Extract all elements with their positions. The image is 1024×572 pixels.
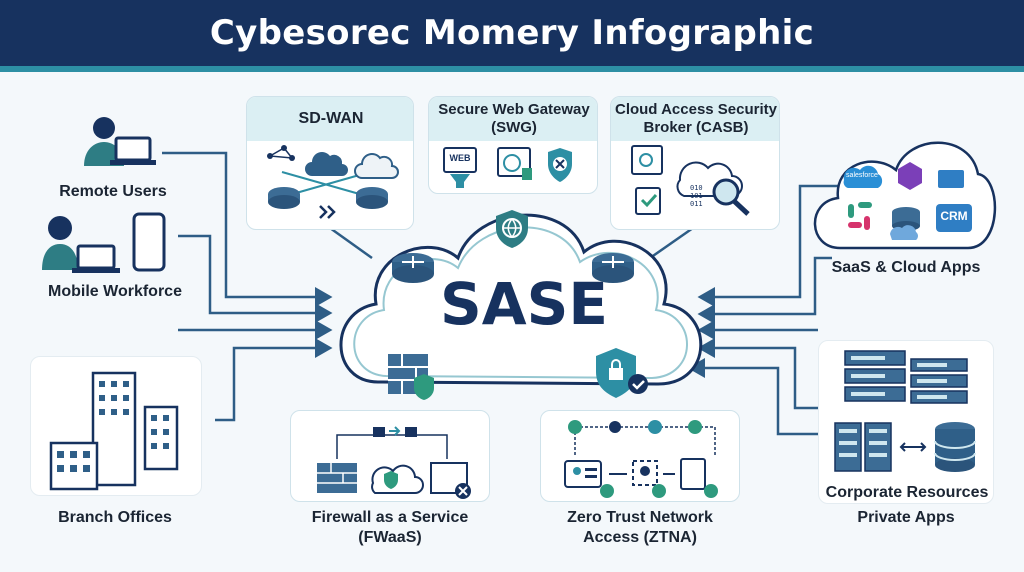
firewall-icon (388, 354, 434, 400)
sase-label: SASE (440, 270, 609, 338)
mobile-workforce-icon (42, 212, 166, 273)
database-icon (834, 422, 976, 472)
corporate-resources-label: Corporate Resources (825, 484, 989, 501)
saas-cloud-apps-label: SaaS & Cloud Apps (831, 259, 981, 276)
mobile-workforce-label: Mobile Workforce (48, 283, 182, 300)
server-rack-icon (844, 350, 968, 404)
page-title: Cybesorec Momery Infographic (209, 13, 815, 53)
swg-icons (443, 147, 572, 188)
branch-offices-panel (30, 356, 202, 496)
swg-panel: Secure Web Gateway (SWG) (428, 96, 598, 194)
corporate-resources-panel: Corporate Resources (818, 340, 994, 504)
sdwan-network-icon (267, 145, 399, 219)
remote-users-label: Remote Users (59, 183, 167, 200)
building-icon (49, 371, 179, 491)
sdwan-label: SD-WAN (298, 110, 364, 127)
fwaas-label-line1: Firewall as a Service (311, 509, 469, 526)
svg-text:101: 101 (690, 192, 703, 200)
saas-app-icons (843, 162, 972, 240)
lock-shield-icon (596, 348, 648, 398)
crm-logo-text: CRM (940, 209, 968, 223)
ztna-diagram-icon (564, 420, 718, 498)
web-text: WEB (449, 153, 471, 163)
fwaas-panel (290, 410, 490, 502)
router-icon-left (392, 253, 434, 283)
globe-shield-icon (496, 210, 528, 248)
fwaas-label-line2: (FWaaS) (358, 529, 422, 546)
remote-user-icon (84, 117, 156, 166)
ztna-panel (540, 410, 740, 502)
casb-label-line1: Cloud Access Security (614, 101, 777, 118)
svg-text:011: 011 (690, 200, 703, 208)
swg-label-line1: Secure Web Gateway (438, 101, 590, 118)
svg-text:010: 010 (690, 184, 703, 192)
branch-offices-label: Branch Offices (58, 509, 172, 526)
header-banner: Cybesorec Momery Infographic (0, 0, 1024, 72)
ztna-label-line1: Zero Trust Network (567, 509, 713, 526)
router-icon-right (592, 253, 634, 283)
casb-label-line2: Broker (CASB) (643, 119, 749, 136)
fwaas-diagram-icon (317, 426, 471, 499)
swg-label-line2: (SWG) (491, 119, 537, 136)
salesforce-logo-text: salesforce (846, 172, 878, 179)
private-apps-label: Private Apps (857, 509, 955, 526)
ztna-label-line2: Access (ZTNA) (583, 529, 697, 546)
